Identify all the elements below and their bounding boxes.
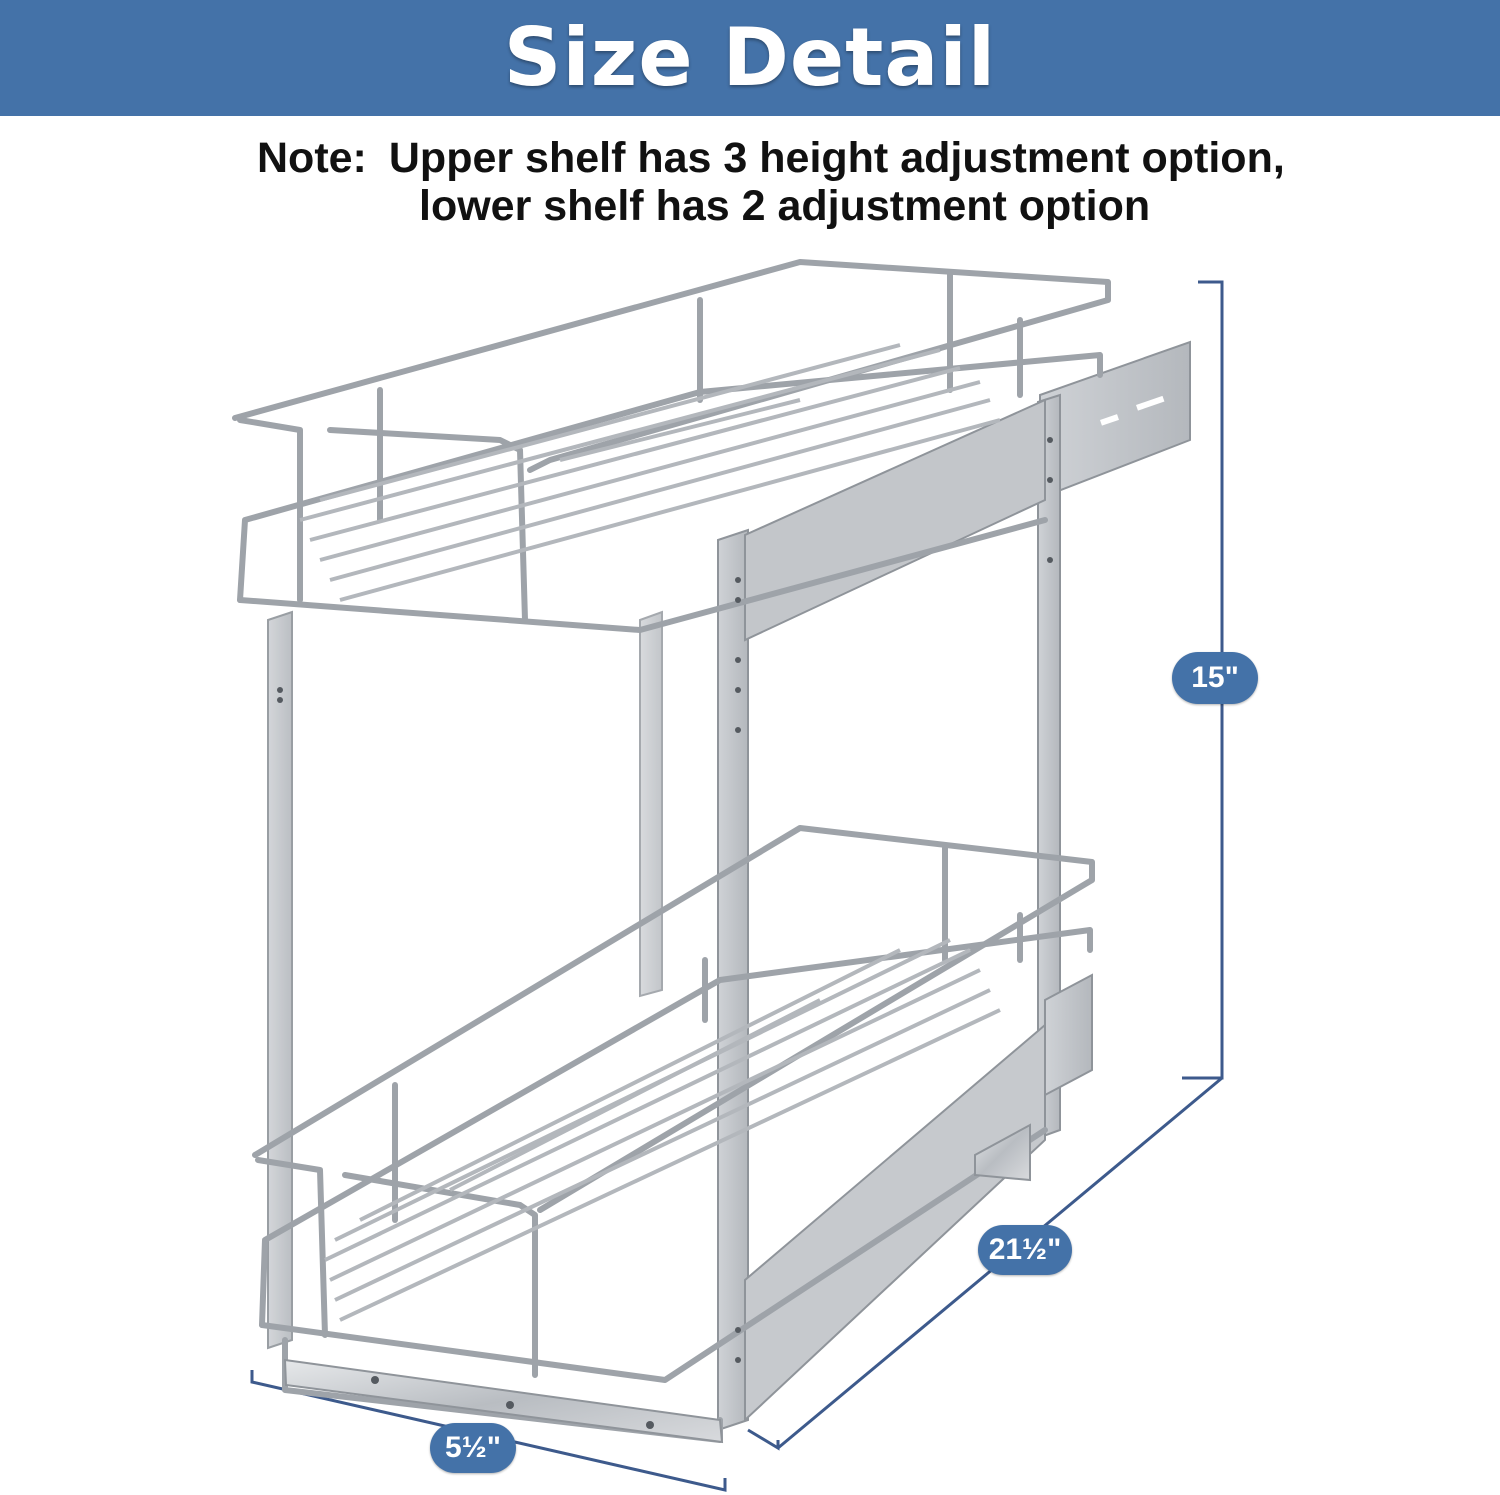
note-upper-shelf: Upper shelf has 3 height adjustment opti… (388, 134, 1285, 182)
note-line-1: Note: Upper shelf has 3 height adjustment… (257, 134, 1285, 182)
depth-dimension-badge: 21½" (978, 1225, 1072, 1275)
bottom-rail (1044, 973, 1093, 1097)
depth-dimension-end (747, 1428, 780, 1451)
note-prefix: Note: (257, 134, 367, 182)
note-line-2: lower shelf has 2 adjustment option (419, 182, 1151, 230)
height-dimension-badge: 15" (1172, 652, 1258, 704)
top-front-plate (744, 398, 1046, 642)
width-dimension-badge: 5½" (430, 1423, 516, 1473)
upper-basket (232, 259, 1111, 633)
title-banner: Size Detail (0, 0, 1500, 116)
lower-basket-slats (324, 938, 1001, 1322)
upper-basket-slats (299, 343, 1001, 602)
base-rear-foot (974, 1123, 1031, 1182)
page-title: Size Detail (503, 11, 997, 104)
base-plate (283, 1358, 724, 1444)
bottom-front-plate (744, 1022, 1046, 1423)
top-slide-rail (1039, 340, 1191, 500)
mounting-holes (277, 437, 1053, 1429)
